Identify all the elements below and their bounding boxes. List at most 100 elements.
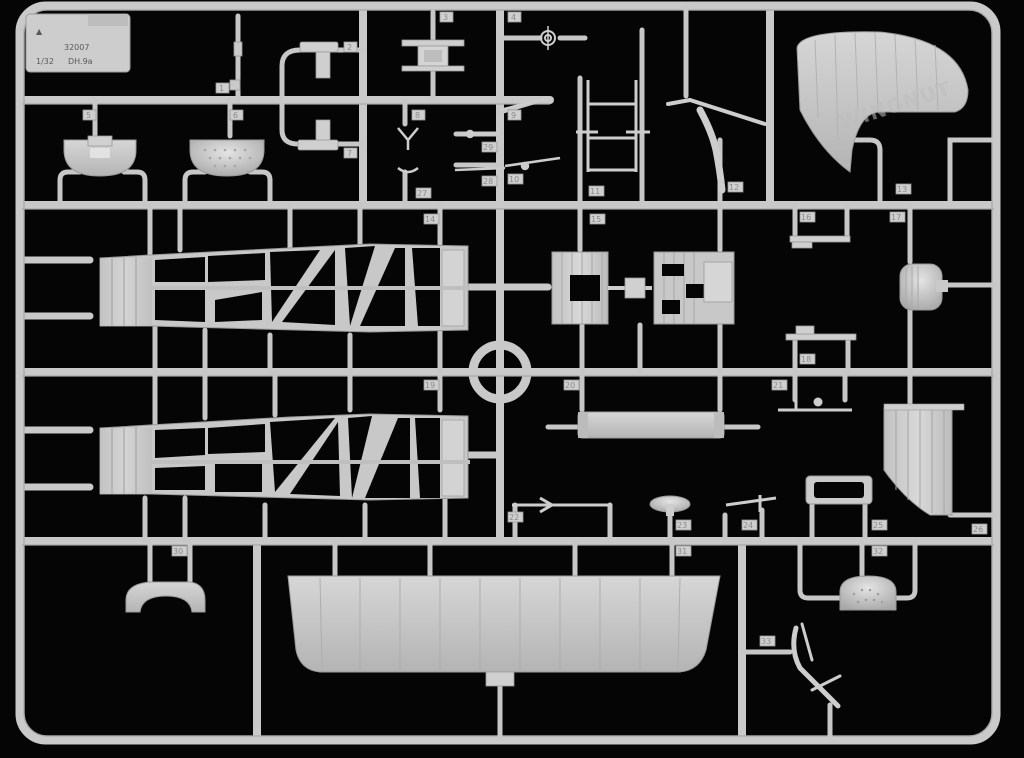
- svg-text:19: 19: [425, 381, 435, 390]
- part-bracket-7: [297, 119, 339, 151]
- svg-text:25: 25: [873, 521, 883, 530]
- tag-26: 26: [971, 523, 988, 535]
- svg-text:17: 17: [891, 213, 901, 222]
- svg-text:11: 11: [590, 187, 600, 196]
- tag-1: 1: [215, 82, 230, 94]
- svg-text:▲: ▲: [36, 27, 43, 36]
- tag-14: 14: [423, 213, 440, 225]
- tag-2: 2: [343, 41, 358, 53]
- tag-33: 33: [759, 635, 776, 647]
- svg-text:10: 10: [509, 175, 519, 184]
- tag-25: 25: [871, 519, 888, 531]
- part-knob-23: [649, 495, 691, 516]
- part-seat-back: [839, 575, 897, 611]
- svg-text:24: 24: [743, 521, 753, 530]
- svg-text:26: 26: [973, 525, 983, 534]
- svg-text:29: 29: [483, 143, 493, 152]
- svg-text:9: 9: [511, 111, 516, 120]
- tag-24: 24: [741, 519, 758, 531]
- svg-text:21: 21: [773, 381, 783, 390]
- tag-6: 6: [229, 109, 244, 121]
- svg-text:5: 5: [86, 111, 91, 120]
- svg-text:32: 32: [873, 547, 883, 556]
- tag-11: 11: [588, 185, 605, 197]
- part-plate-3: [401, 39, 465, 72]
- tag-32: 32: [871, 545, 888, 557]
- part-fuselage-side-left: [99, 243, 470, 333]
- kit-logo-tab: ▲ 32007 1/32 DH.9a: [25, 13, 131, 73]
- part-arch-30: [125, 581, 206, 613]
- tag-19: 19: [423, 379, 440, 391]
- svg-text:16: 16: [801, 213, 811, 222]
- part-tube-20: [577, 411, 725, 439]
- tag-29: 29: [481, 141, 498, 153]
- svg-text:3: 3: [443, 13, 448, 22]
- tag-27: 27: [415, 187, 432, 199]
- part-small-levers: [397, 96, 561, 174]
- part-seat-cushion: [189, 139, 265, 177]
- svg-text:6: 6: [233, 111, 238, 120]
- part-gunsight: [540, 26, 556, 50]
- svg-text:12: 12: [729, 183, 739, 192]
- kit-scale: 1/32: [36, 57, 54, 66]
- svg-text:20: 20: [565, 381, 575, 390]
- svg-text:4: 4: [511, 13, 516, 22]
- gates: [57, 5, 997, 741]
- tag-13: 13: [895, 183, 912, 195]
- tag-21: 21: [771, 379, 788, 391]
- kit-model: DH.9a: [68, 57, 93, 66]
- svg-text:22: 22: [509, 513, 519, 522]
- tag-17: 17: [889, 211, 906, 223]
- part-rod-21: [778, 397, 852, 412]
- svg-text:18: 18: [801, 355, 811, 364]
- tag-4: 4: [507, 11, 522, 23]
- tag-23: 23: [675, 519, 692, 531]
- part-undercarriage-strut: [791, 622, 842, 709]
- svg-text:8: 8: [415, 111, 420, 120]
- part-control-column: [229, 41, 243, 91]
- part-frame-25: [805, 475, 873, 505]
- svg-text:7: 7: [347, 149, 352, 158]
- tag-15: 15: [589, 213, 606, 225]
- part-oil-tank: [899, 263, 948, 311]
- part-number-tags: 1 2 3 4 5 6 7 8 9 10 11 12 13 14 15 16 1…: [82, 11, 988, 647]
- svg-text:15: 15: [591, 215, 601, 224]
- part-lever-24: [725, 495, 777, 512]
- part-fuselage-side-right: [99, 413, 470, 501]
- tag-22: 22: [507, 511, 524, 523]
- part-seat-frame-ladder: [576, 80, 650, 172]
- part-fuselage-floor: [287, 575, 721, 687]
- tag-31: 31: [675, 545, 692, 557]
- svg-text:30: 30: [173, 547, 183, 556]
- svg-text:13: 13: [897, 185, 907, 194]
- svg-text:2: 2: [347, 43, 352, 52]
- tag-30: 30: [171, 545, 188, 557]
- tag-5: 5: [82, 109, 97, 121]
- tag-10: 10: [507, 173, 524, 185]
- svg-text:23: 23: [677, 521, 687, 530]
- svg-text:1: 1: [219, 84, 224, 93]
- tag-8: 8: [411, 109, 426, 121]
- tag-18: 18: [799, 353, 816, 365]
- part-bracket-2: [299, 41, 339, 79]
- svg-text:14: 14: [425, 215, 435, 224]
- tag-28: 28: [481, 175, 498, 187]
- part-bracket-18: [785, 325, 857, 341]
- part-strut-12: [666, 98, 767, 194]
- svg-text:27: 27: [417, 189, 427, 198]
- svg-text:33: 33: [761, 637, 771, 646]
- tag-16: 16: [799, 211, 816, 223]
- svg-text:28: 28: [483, 177, 493, 186]
- part-bracket-16: [789, 235, 851, 249]
- kit-code: 32007: [64, 43, 89, 52]
- part-cockpit-floor: [551, 251, 735, 325]
- tag-20: 20: [563, 379, 580, 391]
- part-seat-pan-a: [63, 135, 137, 177]
- svg-text:31: 31: [677, 547, 687, 556]
- part-rod-22: [512, 496, 612, 514]
- tag-12: 12: [727, 181, 744, 193]
- tag-9: 9: [507, 109, 522, 121]
- tag-3: 3: [439, 11, 454, 23]
- part-tank-panel: [883, 403, 965, 516]
